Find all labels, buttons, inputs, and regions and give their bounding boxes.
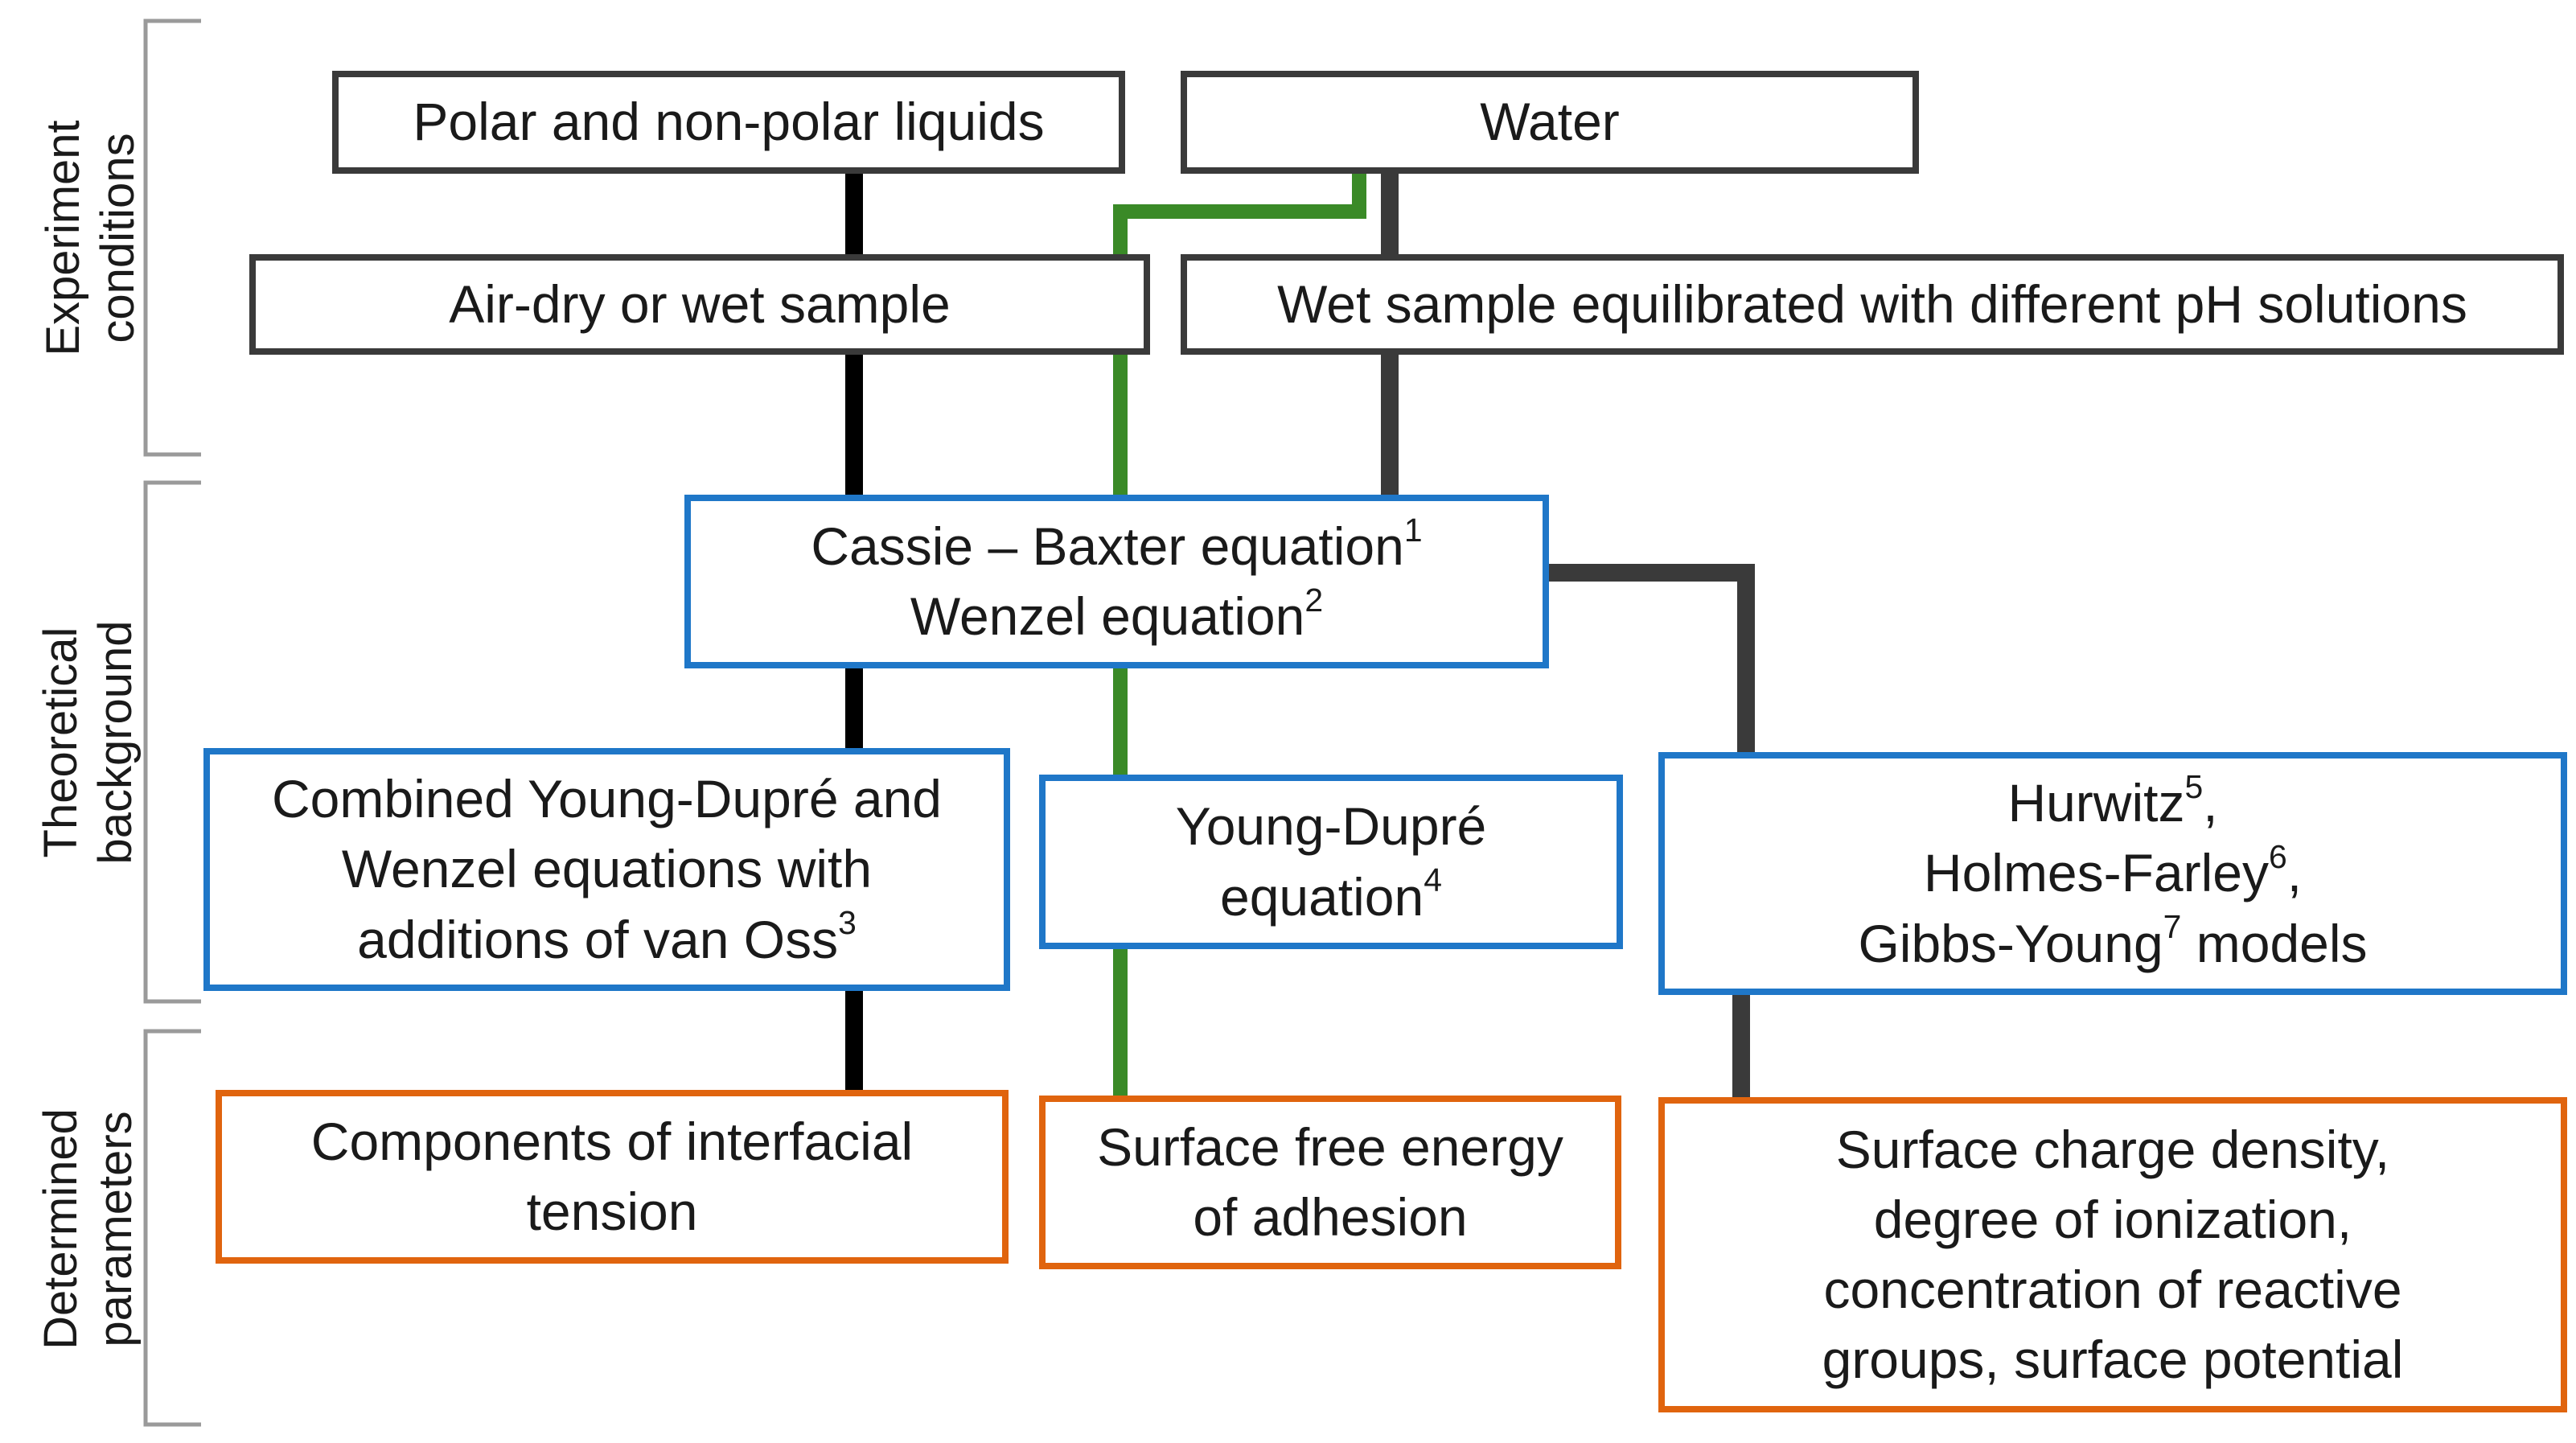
box-hurwitz-models: Hurwitz5, Holmes-Farley6, Gibbs-Young7 m…	[1658, 752, 2567, 995]
cassie-line1: Cassie – Baxter equation	[811, 516, 1404, 576]
hurwitz-line1-after: ,	[2203, 773, 2218, 833]
box-surface-charge: Surface charge density, degree of ioniza…	[1658, 1097, 2567, 1412]
box-cassie-wenzel: Cassie – Baxter equation1 Wenzel equatio…	[684, 495, 1549, 668]
box-wet-sample-ph: Wet sample equilibrated with different p…	[1181, 254, 2564, 355]
box-water-text: Water	[1480, 92, 1620, 152]
bracket-theory	[143, 480, 201, 1004]
hurwitz-line2: Holmes-Farley	[1923, 843, 2269, 903]
box-surface-free-energy-text: Surface free energy of adhesion	[1097, 1112, 1563, 1252]
bracket-experiment	[143, 18, 201, 457]
cassie-ref2: 2	[1304, 581, 1324, 619]
combined-ref3: 3	[838, 904, 857, 942]
box-surface-charge-text: Surface charge density, degree of ioniza…	[1822, 1115, 2404, 1395]
interfacial-line1: Components of interfacial	[310, 1111, 914, 1171]
young-ref4: 4	[1424, 861, 1442, 899]
hurwitz-line3-after: models	[2181, 913, 2368, 973]
charge-line4: groups, surface potential	[1822, 1330, 2404, 1390]
charge-line3: concentration of reactive	[1823, 1260, 2402, 1319]
interfacial-line2: tension	[526, 1182, 698, 1241]
box-combined-young-dupre-text: Combined Young-Dupré and Wenzel equation…	[272, 764, 942, 974]
section-label-theory-line1: Theoretical	[35, 627, 87, 858]
combined-line3: additions of van Oss	[357, 909, 839, 969]
box-wet-sample-ph-text: Wet sample equilibrated with different p…	[1277, 273, 2467, 334]
box-air-dry-sample-text: Air-dry or wet sample	[449, 273, 951, 334]
box-combined-young-dupre: Combined Young-Dupré and Wenzel equation…	[203, 748, 1010, 991]
hurwitz-ref5: 5	[2184, 768, 2204, 806]
section-label-experiment-line2: conditions	[92, 133, 145, 343]
adhesion-line2: of adhesion	[1193, 1187, 1468, 1247]
section-label-theory: Theoretical background	[34, 598, 151, 887]
cassie-ref1: 1	[1403, 511, 1423, 549]
box-young-dupre-text: Young-Dupré equation4	[1176, 791, 1487, 931]
hurwitz-line2-after: ,	[2286, 843, 2303, 903]
charge-line2: degree of ionization,	[1873, 1189, 2352, 1249]
cassie-line2: Wenzel equation	[910, 586, 1305, 646]
box-young-dupre: Young-Dupré equation4	[1039, 775, 1623, 949]
section-label-experiment: Experiment conditions	[36, 93, 154, 383]
path-dark-right	[1546, 564, 1755, 756]
box-surface-free-energy: Surface free energy of adhesion	[1039, 1096, 1621, 1269]
charge-line1: Surface charge density,	[1835, 1119, 2390, 1179]
combined-line1: Combined Young-Dupré and	[272, 769, 942, 829]
section-label-experiment-line1: Experiment	[37, 120, 89, 356]
adhesion-line1: Surface free energy	[1097, 1116, 1563, 1177]
box-polar-liquids: Polar and non-polar liquids	[332, 71, 1125, 174]
young-line2: equation	[1219, 866, 1424, 927]
bracket-params	[143, 1029, 201, 1427]
box-interfacial-tension: Components of interfacial tension	[216, 1090, 1009, 1264]
section-label-params-line2: parameters	[89, 1111, 142, 1347]
hurwitz-ref7: 7	[2163, 908, 2182, 946]
section-label-params-line1: Determined	[35, 1108, 87, 1350]
box-hurwitz-models-text: Hurwitz5, Holmes-Farley6, Gibbs-Young7 m…	[1858, 768, 2367, 978]
box-cassie-wenzel-text: Cassie – Baxter equation1 Wenzel equatio…	[811, 512, 1422, 652]
young-line1: Young-Dupré	[1175, 796, 1487, 857]
combined-line2: Wenzel equations with	[341, 839, 873, 899]
section-label-params: Determined parameters	[34, 1084, 151, 1374]
box-polar-liquids-text: Polar and non-polar liquids	[413, 92, 1045, 152]
section-label-theory-line2: background	[89, 620, 142, 865]
hurwitz-ref6: 6	[2268, 838, 2287, 876]
box-water: Water	[1181, 71, 1919, 174]
hurwitz-line3: Gibbs-Young	[1858, 913, 2163, 973]
box-interfacial-tension-text: Components of interfacial tension	[311, 1107, 913, 1247]
box-air-dry-sample: Air-dry or wet sample	[249, 254, 1150, 355]
hurwitz-line1: Hurwitz	[2007, 773, 2185, 833]
